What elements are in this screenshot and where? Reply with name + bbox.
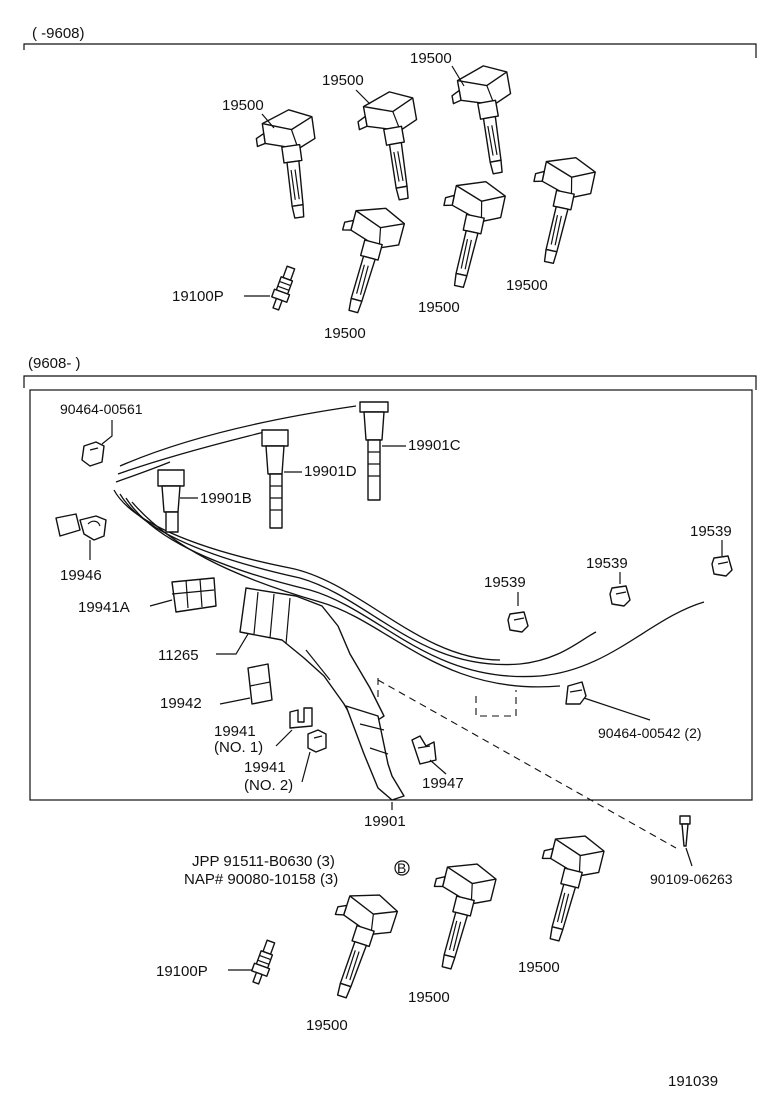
grommet-19539-b-label: 19539 xyxy=(586,555,628,572)
clamp-19942: 19942 xyxy=(160,663,273,712)
coil-bottom-3-label: 19500 xyxy=(518,959,560,976)
clamp-19941-no2: 19941 (NO. 2) xyxy=(244,729,327,794)
ignition-cables xyxy=(113,405,705,688)
coil-bottom-1: 19500 xyxy=(306,883,402,1034)
coil-top-5: 19500 xyxy=(418,173,509,316)
coil-top-4-label: 19500 xyxy=(324,325,366,342)
coil-bottom-1-label: 19500 xyxy=(306,1017,348,1034)
clamp-19941-no1: 19941 (NO. 1) xyxy=(214,707,313,756)
diagram-reference-number: 191039 xyxy=(668,1073,718,1090)
coil-top-1: 19500 xyxy=(222,97,327,223)
bottom-range-label: (9608- ) xyxy=(28,355,81,372)
wire-set-label: 19901 xyxy=(364,813,406,830)
coil-top-3: 19500 xyxy=(410,50,525,180)
grommet-19539-c-label: 19539 xyxy=(690,523,732,540)
coil-bottom-2: 19500 xyxy=(408,854,500,1006)
grommet-19539-a-label: 19539 xyxy=(484,574,526,591)
bolt-90109-06263-label: 90109-06263 xyxy=(650,871,733,887)
clamp-19941a-label: 19941A xyxy=(78,599,130,616)
lead-19901d: 19901D xyxy=(261,429,357,529)
clamp-19942-label: 19942 xyxy=(160,695,202,712)
bolt-reference-line xyxy=(377,678,677,849)
cover-11265-label: 11265 xyxy=(158,647,199,664)
bolt-90109-06263: 90109-06263 xyxy=(650,815,733,887)
wire-sleeve xyxy=(345,705,405,801)
grommet-19539-a: 19539 xyxy=(484,574,529,633)
lead-19901c: 19901C xyxy=(359,401,461,501)
clip-reference-line xyxy=(475,690,517,717)
jpp-note: JPP 91511-B0630 (3) xyxy=(192,853,335,870)
clip-90464-00542: 90464-00542 (2) xyxy=(565,681,702,741)
lead-19901c-label: 19901C xyxy=(408,437,461,454)
top-section-bracket xyxy=(23,43,757,58)
grommet-19539-c: 19539 xyxy=(690,523,733,577)
coil-top-3-label: 19500 xyxy=(410,50,452,67)
spark-plug-bottom: 19100P xyxy=(156,938,280,987)
clamp-19947-label: 19947 xyxy=(422,775,464,792)
bolt-callout-circle xyxy=(394,860,410,876)
clip-90464-00561: 90464-00561 xyxy=(60,401,143,467)
coil-top-2-label: 19500 xyxy=(322,72,364,89)
bolt-callout-mark: B xyxy=(397,860,406,876)
coil-bottom-2-label: 19500 xyxy=(408,989,450,1006)
clamp-19941-no2-label: 19941 xyxy=(244,759,286,776)
lead-19901b: 19901B xyxy=(157,469,252,533)
nap-note: NAP# 90080-10158 (3) xyxy=(184,871,338,888)
clamp-19941a: 19941A xyxy=(78,577,217,616)
spark-plug-top-label: 19100P xyxy=(172,288,224,305)
holder-19946-label: 19946 xyxy=(60,567,102,584)
coil-top-6-label: 19500 xyxy=(506,277,548,294)
clamp-19947: 19947 xyxy=(411,735,464,792)
lead-19901b-label: 19901B xyxy=(200,490,252,507)
coil-top-6: 19500 xyxy=(506,149,599,294)
holder-19946: 19946 xyxy=(55,513,107,584)
clip-90464-00561-label: 90464-00561 xyxy=(60,401,143,417)
top-range-label: ( -9608) xyxy=(32,25,85,42)
bottom-section-bracket xyxy=(23,375,757,390)
clamp-19941-no2-sub: (NO. 2) xyxy=(244,777,293,794)
coil-top-4: 19500 xyxy=(322,198,408,342)
clamp-19941-no1-sub: (NO. 1) xyxy=(214,739,263,756)
clamp-19941-no1-label: 19941 xyxy=(214,723,256,740)
coil-top-2: 19500 xyxy=(322,72,431,206)
grommet-19539-b: 19539 xyxy=(586,555,631,607)
coil-top-1-label: 19500 xyxy=(222,97,264,114)
lead-19901d-label: 19901D xyxy=(304,463,357,480)
coil-top-5-label: 19500 xyxy=(418,299,460,316)
clip-90464-00542-label: 90464-00542 (2) xyxy=(598,725,702,741)
spark-plug-bottom-label: 19100P xyxy=(156,963,208,980)
coil-bottom-3: 19500 xyxy=(518,826,608,976)
spark-plug-top: 19100P xyxy=(172,264,300,313)
